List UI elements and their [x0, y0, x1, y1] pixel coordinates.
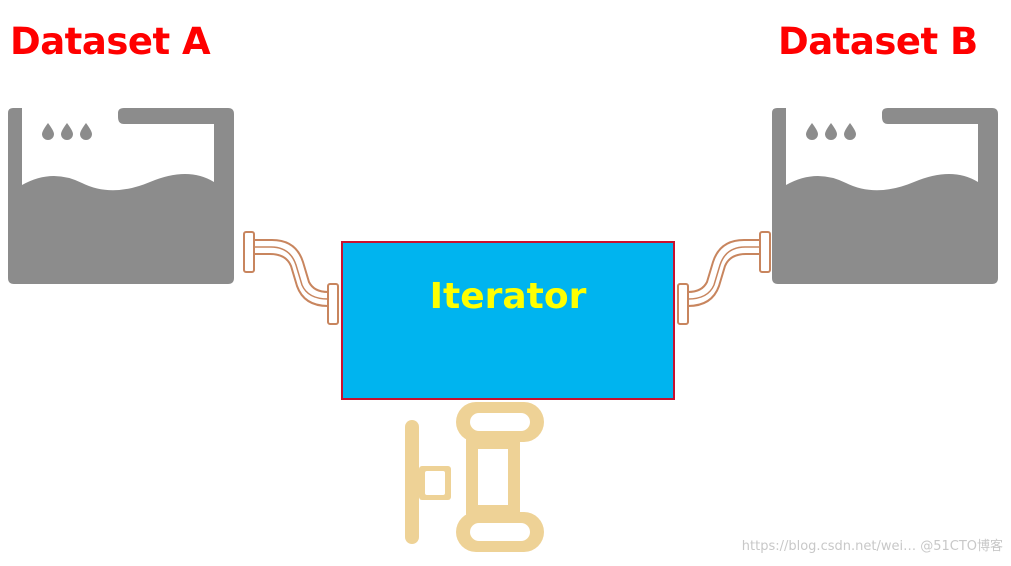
valve-cutouts	[425, 413, 530, 541]
dataset-b-label: Dataset B	[778, 20, 978, 63]
water-tank-icon	[8, 108, 234, 284]
pipe-elbow-icon	[243, 231, 339, 325]
watermark: https://blog.csdn.net/wei… @51CTO博客	[741, 539, 1003, 554]
water-tank-icon	[772, 108, 998, 284]
pipe-elbow-icon	[677, 231, 771, 325]
iterator-label: Iterator	[429, 276, 587, 317]
iterator-box: Iterator	[341, 241, 675, 400]
dataset-a-label: Dataset A	[10, 20, 211, 63]
